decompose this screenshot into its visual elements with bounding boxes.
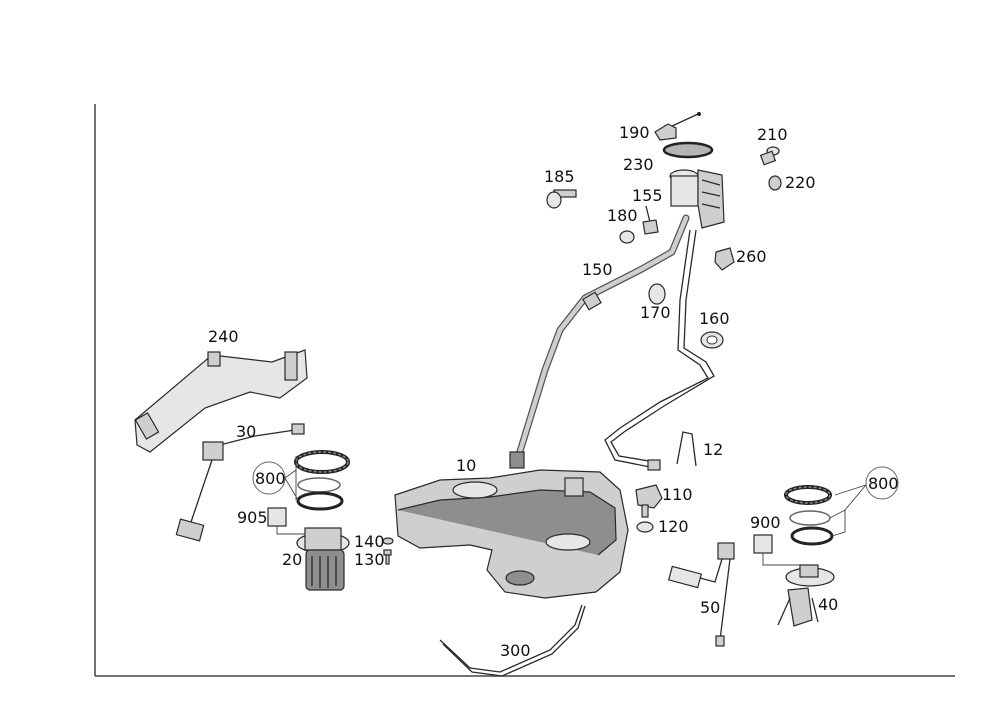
part-seal-230 [662, 141, 714, 159]
callout-150: 150 [582, 260, 613, 279]
callout-120: 120 [658, 517, 689, 536]
part-bolt-140 [382, 537, 394, 545]
part-clip-260 [714, 247, 735, 271]
callout-110: 110 [662, 485, 693, 504]
callout-circle-800-right [865, 466, 899, 500]
callout-240: 240 [208, 327, 239, 346]
callout-300: 300 [500, 641, 531, 660]
callout-230: 230 [623, 155, 654, 174]
part-clamp-160 [700, 331, 724, 349]
part-valve-110 [635, 484, 663, 518]
part-bracket-12 [676, 431, 697, 467]
part-vent-lines [604, 229, 715, 471]
callout-40: 40 [818, 595, 838, 614]
part-level-sender-30 [175, 423, 305, 542]
callout-260: 260 [736, 247, 767, 266]
part-fuel-tank-10 [394, 469, 629, 599]
callout-800-left: 800 [255, 469, 286, 488]
callout-140: 140 [354, 532, 385, 551]
callout-190: 190 [619, 123, 650, 142]
callout-905: 905 [237, 508, 268, 527]
callout-12: 12 [703, 440, 723, 459]
callout-180: 180 [607, 206, 638, 225]
part-level-sender-50 [667, 542, 735, 647]
part-seal-900 [753, 534, 773, 554]
part-filler-housing-155 [669, 169, 725, 229]
part-nut-120 [636, 521, 654, 533]
callout-900: 900 [750, 513, 781, 532]
part-bolt-130 [383, 549, 392, 565]
callout-220: 220 [785, 173, 816, 192]
callout-50: 50 [700, 598, 720, 617]
part-screw-185 [546, 189, 577, 209]
callout-800-right: 800 [868, 474, 899, 493]
callout-160: 160 [699, 309, 730, 328]
part-locking-ring-left [294, 450, 350, 511]
part-filler-cap-190 [654, 112, 701, 141]
callout-10: 10 [456, 456, 476, 475]
part-locking-ring-right [784, 485, 834, 546]
part-fuel-pump-40 [777, 564, 835, 627]
part-strap-300 [439, 604, 586, 677]
callout-20: 20 [282, 550, 302, 569]
callout-185: 185 [544, 167, 575, 186]
callout-30: 30 [236, 422, 256, 441]
part-bolt-210 [759, 146, 780, 166]
callout-155: 155 [632, 186, 663, 205]
callout-210: 210 [757, 125, 788, 144]
part-fuel-pump-20 [296, 527, 350, 591]
part-grommet-170 [648, 283, 666, 305]
callout-170: 170 [640, 303, 671, 322]
part-bracket-180 [619, 205, 659, 244]
part-seal-905 [267, 507, 287, 527]
callout-130: 130 [354, 550, 385, 569]
part-heat-shield-240 [134, 349, 308, 453]
part-filler-pipe-150 [509, 214, 690, 469]
part-nut-220 [768, 175, 782, 191]
